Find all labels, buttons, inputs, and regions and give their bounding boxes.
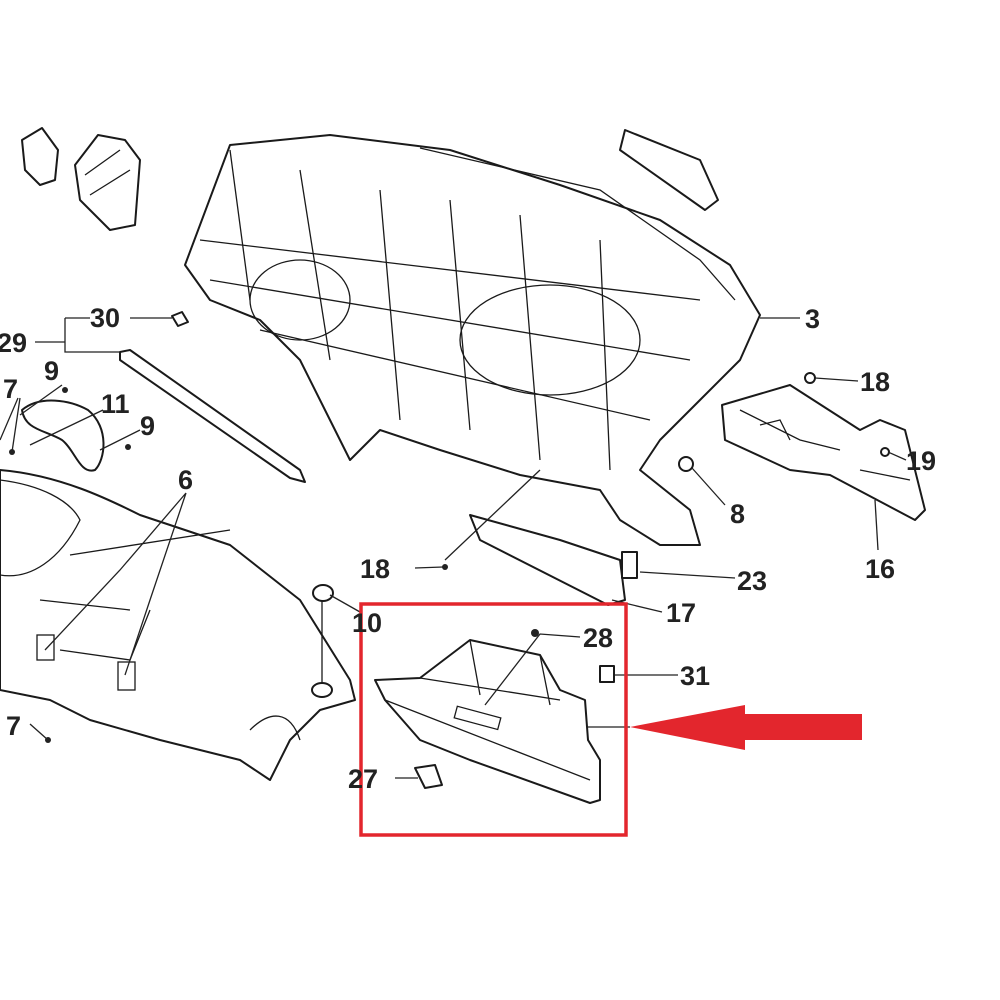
label-7: 7 xyxy=(3,374,18,404)
trim-strip-29 xyxy=(119,349,306,483)
label-27: 27 xyxy=(348,764,378,794)
label-8: 8 xyxy=(730,499,745,529)
label-30: 30 xyxy=(90,303,120,333)
label-9: 9 xyxy=(140,411,155,441)
label-23: 23 xyxy=(737,566,767,596)
glove-box xyxy=(45,372,890,804)
handle-27 xyxy=(414,764,443,789)
label-10: 10 xyxy=(352,608,382,638)
leader-lines xyxy=(0,317,907,779)
label-6: 6 xyxy=(178,465,193,495)
instrument-panel-frame xyxy=(184,129,761,546)
label-7: 7 xyxy=(6,711,21,741)
side-bracket-16 xyxy=(721,384,926,521)
highlight-box xyxy=(359,602,628,837)
arrow-icon xyxy=(630,705,862,750)
left-trim-pieces xyxy=(21,127,141,231)
bracket-17 xyxy=(469,514,626,606)
part-31 xyxy=(599,665,615,683)
label-31: 31 xyxy=(680,661,710,691)
label-29: 29 xyxy=(0,328,27,358)
label-28: 28 xyxy=(583,623,613,653)
part-23 xyxy=(621,551,638,579)
label-19: 19 xyxy=(906,446,936,476)
label-16: 16 xyxy=(865,554,895,584)
label-9: 9 xyxy=(44,356,59,386)
part-8 xyxy=(678,456,694,472)
label-18: 18 xyxy=(360,554,390,584)
screw-28 xyxy=(531,629,539,637)
crash-pad-6 xyxy=(0,469,356,781)
label-18: 18 xyxy=(860,367,890,397)
label-11: 11 xyxy=(101,389,130,419)
cover-11 xyxy=(21,399,105,472)
label-17: 17 xyxy=(666,598,696,628)
label-3: 3 xyxy=(805,304,820,334)
